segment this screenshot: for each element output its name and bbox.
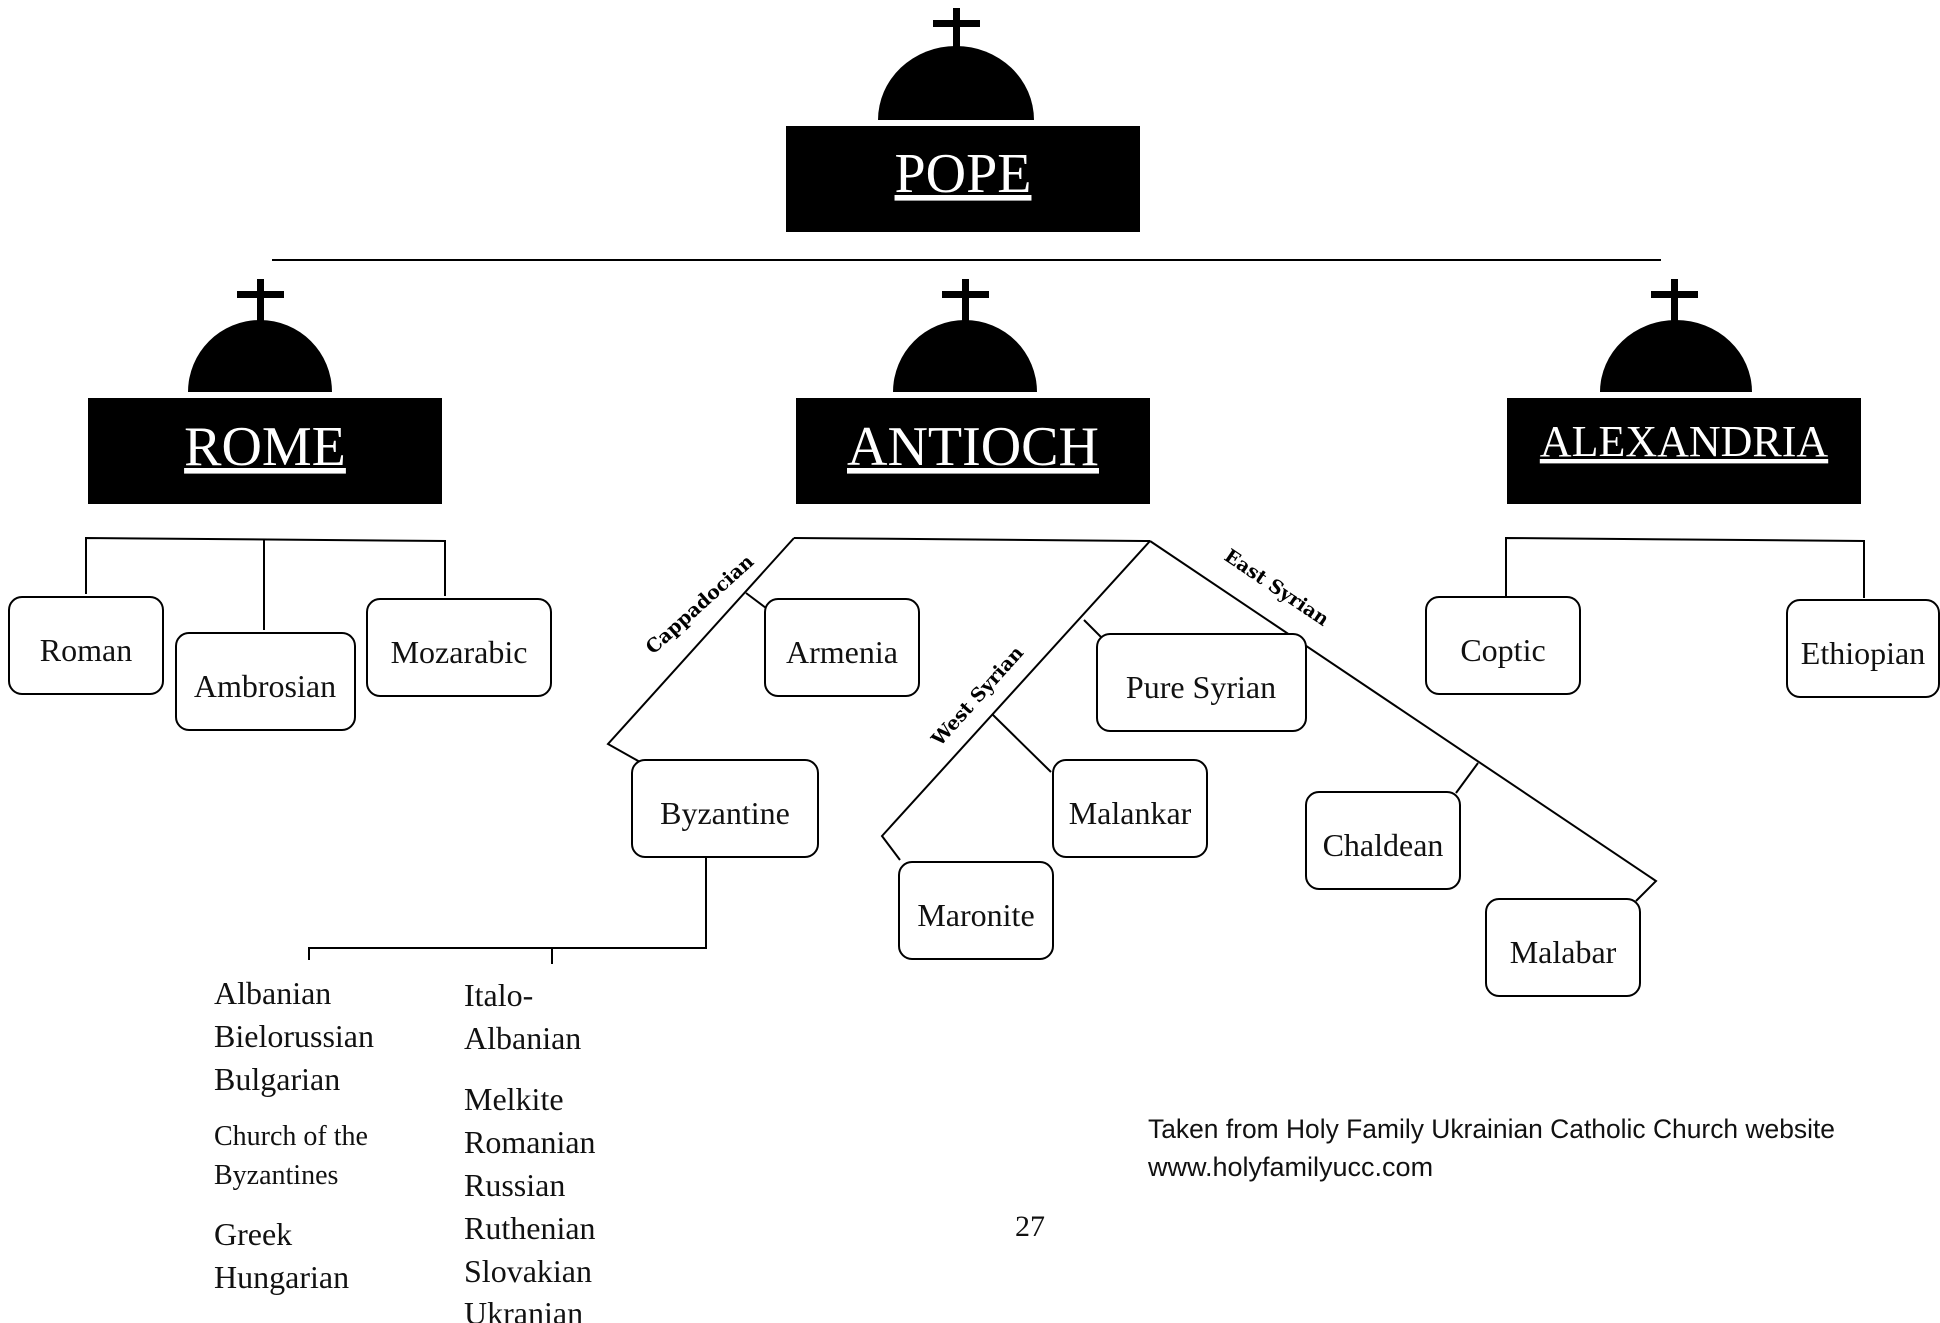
list-item: Albanian	[214, 975, 331, 1011]
rite-box-malabar: Malabar	[1485, 898, 1641, 997]
source-credit: Taken from Holy Family Ukrainian Catholi…	[1147, 1114, 1835, 1182]
dome-icon	[1600, 320, 1752, 392]
branch-label-east-syrian: East Syrian	[1220, 545, 1333, 631]
rite-box-roman: Roman	[8, 596, 164, 695]
rite-label: Pure Syrian	[1126, 669, 1276, 705]
cross-icon	[942, 279, 989, 331]
byzantine-churches-right: Italo- Albanian Melkite Romanian Russian…	[464, 977, 596, 1323]
alexandria-banner	[1507, 398, 1861, 504]
byzantine-connectors	[308, 858, 707, 964]
pope-title: POPE	[895, 143, 1032, 205]
rite-label: Byzantine	[660, 795, 790, 831]
cross-icon	[1651, 279, 1698, 331]
rite-box-ethiopian: Ethiopian	[1786, 599, 1940, 698]
dome-icon	[893, 320, 1037, 392]
credit-url: www.holyfamilyucc.com	[1147, 1152, 1433, 1182]
rite-label: Malankar	[1069, 795, 1192, 831]
rite-box-pure-syrian: Pure Syrian	[1096, 633, 1307, 732]
rite-label: Ethiopian	[1801, 635, 1925, 671]
list-item: Russian	[464, 1167, 565, 1203]
rite-label: Chaldean	[1323, 827, 1444, 863]
rite-box-coptic: Coptic	[1425, 596, 1581, 695]
rite-label: Roman	[40, 632, 132, 668]
rite-label: Armenia	[786, 634, 898, 670]
alexandria-node: ALEXANDRIA	[1507, 279, 1861, 504]
list-item: Byzantines	[214, 1160, 338, 1191]
rite-box-malankar: Malankar	[1052, 759, 1208, 858]
antioch-banner	[796, 398, 1150, 504]
rite-box-armenia: Armenia	[764, 598, 920, 697]
rome-node: ROME	[88, 279, 442, 504]
cross-icon	[237, 279, 284, 331]
antioch-connectors	[606, 537, 1658, 902]
list-item: Hungarian	[214, 1259, 349, 1295]
rite-label: Maronite	[917, 897, 1034, 933]
list-item: Ruthenian	[464, 1210, 596, 1246]
byzantine-churches-left: Albanian Bielorussian Bulgarian Church o…	[214, 975, 374, 1295]
rite-label: Coptic	[1460, 632, 1545, 668]
rite-box-ambrosian: Ambrosian	[175, 632, 356, 731]
list-item: Italo-	[464, 977, 533, 1013]
rite-label: Mozarabic	[391, 634, 528, 670]
list-item: Church of the	[214, 1121, 368, 1152]
rome-banner	[88, 398, 442, 504]
rite-box-mozarabic: Mozarabic	[366, 598, 552, 697]
rite-box-maronite: Maronite	[898, 861, 1054, 960]
dome-icon	[188, 320, 332, 392]
pope-node: POPE	[786, 8, 1140, 232]
alexandria-title: ALEXANDRIA	[1540, 417, 1829, 466]
antioch-node: ANTIOCH	[796, 279, 1150, 504]
rite-label: Ambrosian	[194, 668, 336, 704]
list-item: Ukranian	[464, 1295, 583, 1323]
cross-icon	[933, 8, 980, 60]
rite-box-chaldean: Chaldean	[1305, 791, 1461, 890]
rome-connectors	[85, 536, 446, 630]
page-number: 27	[1015, 1210, 1045, 1243]
alexandria-connectors	[1505, 536, 1865, 598]
credit-line: Taken from Holy Family Ukrainian Catholi…	[1148, 1114, 1835, 1144]
list-item: Melkite	[464, 1081, 564, 1117]
list-item: Albanian	[464, 1020, 581, 1056]
list-item: Slovakian	[464, 1253, 592, 1289]
rite-label: Malabar	[1510, 934, 1617, 970]
rite-box-byzantine: Byzantine	[631, 759, 819, 858]
antioch-title: ANTIOCH	[847, 416, 1099, 478]
rome-title: ROME	[184, 416, 346, 478]
dome-icon	[878, 46, 1034, 120]
list-item: Greek	[214, 1216, 292, 1252]
list-item: Romanian	[464, 1124, 596, 1160]
pope-banner	[786, 126, 1140, 232]
list-item: Bulgarian	[214, 1061, 340, 1097]
list-item: Bielorussian	[214, 1018, 374, 1054]
